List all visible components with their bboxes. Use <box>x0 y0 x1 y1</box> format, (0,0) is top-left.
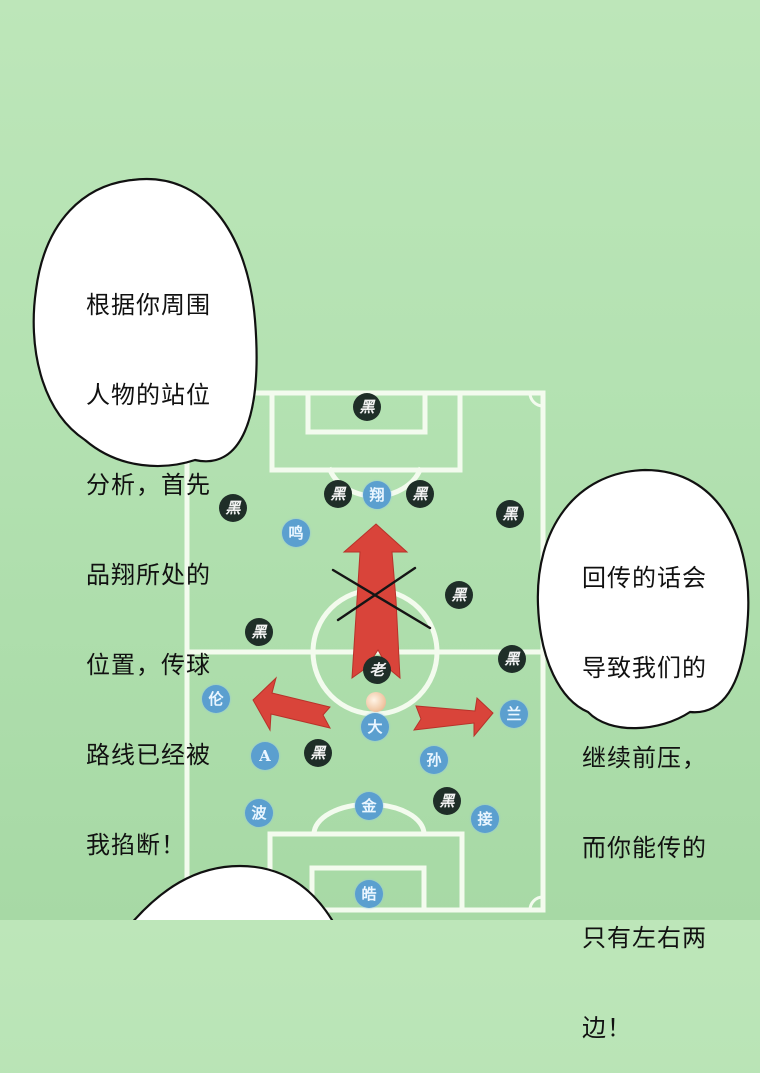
speech-line: 位置，传球 <box>86 651 211 679</box>
speech-line: 只有左右两 <box>582 924 707 952</box>
right-pass-arrow <box>413 696 494 738</box>
speech-line: 回传的话会 <box>582 564 707 592</box>
speech-bubble-left <box>32 177 258 468</box>
speech-text-left: 根据你周围 人物的站位 分析，首先 品翔所处的 位置，传球 路线已经被 我掐断！ <box>86 230 211 890</box>
speech-line: 根据你周围 <box>86 291 211 319</box>
teammate-token: 金 <box>355 792 383 820</box>
bottom-goal-area <box>309 865 427 913</box>
speech-line: 而你能传的 <box>582 834 707 862</box>
opponent-token: 黑 <box>324 480 352 508</box>
teammate-token: 大 <box>361 713 389 741</box>
speech-line: 继续前压， <box>582 744 707 772</box>
opponent-token: 黑 <box>496 500 524 528</box>
teammate-token: 皓 <box>355 880 383 908</box>
speech-line: 人物的站位 <box>86 381 211 409</box>
opponent-token: 黑 <box>353 393 381 421</box>
opponent-token: 黑 <box>245 618 273 646</box>
football-tactics-scene <box>32 177 750 920</box>
speech-line: 分析，首先 <box>86 471 211 499</box>
corner-arc-bottom-right <box>528 895 545 912</box>
opponent-token: 黑 <box>433 787 461 815</box>
speech-line: 边！ <box>582 1014 632 1042</box>
teammate-token: 伦 <box>202 685 230 713</box>
football-ball-icon <box>366 692 386 712</box>
speech-text-right: 回传的话会 导致我们的 继续前压， 而你能传的 只有左右两 边！ <box>582 503 707 1073</box>
teammate-token: 兰 <box>500 700 528 728</box>
pass-arrows <box>252 523 494 738</box>
corner-arc-top-right <box>528 391 545 408</box>
forward-pass-arrow <box>342 523 409 680</box>
opponent-token: 老 <box>363 656 391 684</box>
speech-line: 导致我们的 <box>582 654 707 682</box>
speech-bubble-right <box>536 468 750 730</box>
teammate-token: 孙 <box>420 746 448 774</box>
speech-bubble-bottom <box>132 864 334 920</box>
speech-line: 我掐断！ <box>86 831 186 859</box>
teammate-token: A <box>251 742 279 770</box>
teammate-token: 波 <box>245 799 273 827</box>
speech-line: 路线已经被 <box>86 741 211 769</box>
opponent-token: 黑 <box>304 739 332 767</box>
blocked-cross-mark <box>331 566 432 630</box>
speech-line: 品翔所处的 <box>86 561 211 589</box>
teammate-token: 鸣 <box>282 519 310 547</box>
opponent-token: 黑 <box>219 494 247 522</box>
teammate-token: 翔 <box>363 481 391 509</box>
opponent-token: 黑 <box>498 645 526 673</box>
opponent-token: 黑 <box>406 480 434 508</box>
left-pass-arrow <box>252 676 331 732</box>
teammate-token: 接 <box>471 805 499 833</box>
opponent-token: 黑 <box>445 581 473 609</box>
